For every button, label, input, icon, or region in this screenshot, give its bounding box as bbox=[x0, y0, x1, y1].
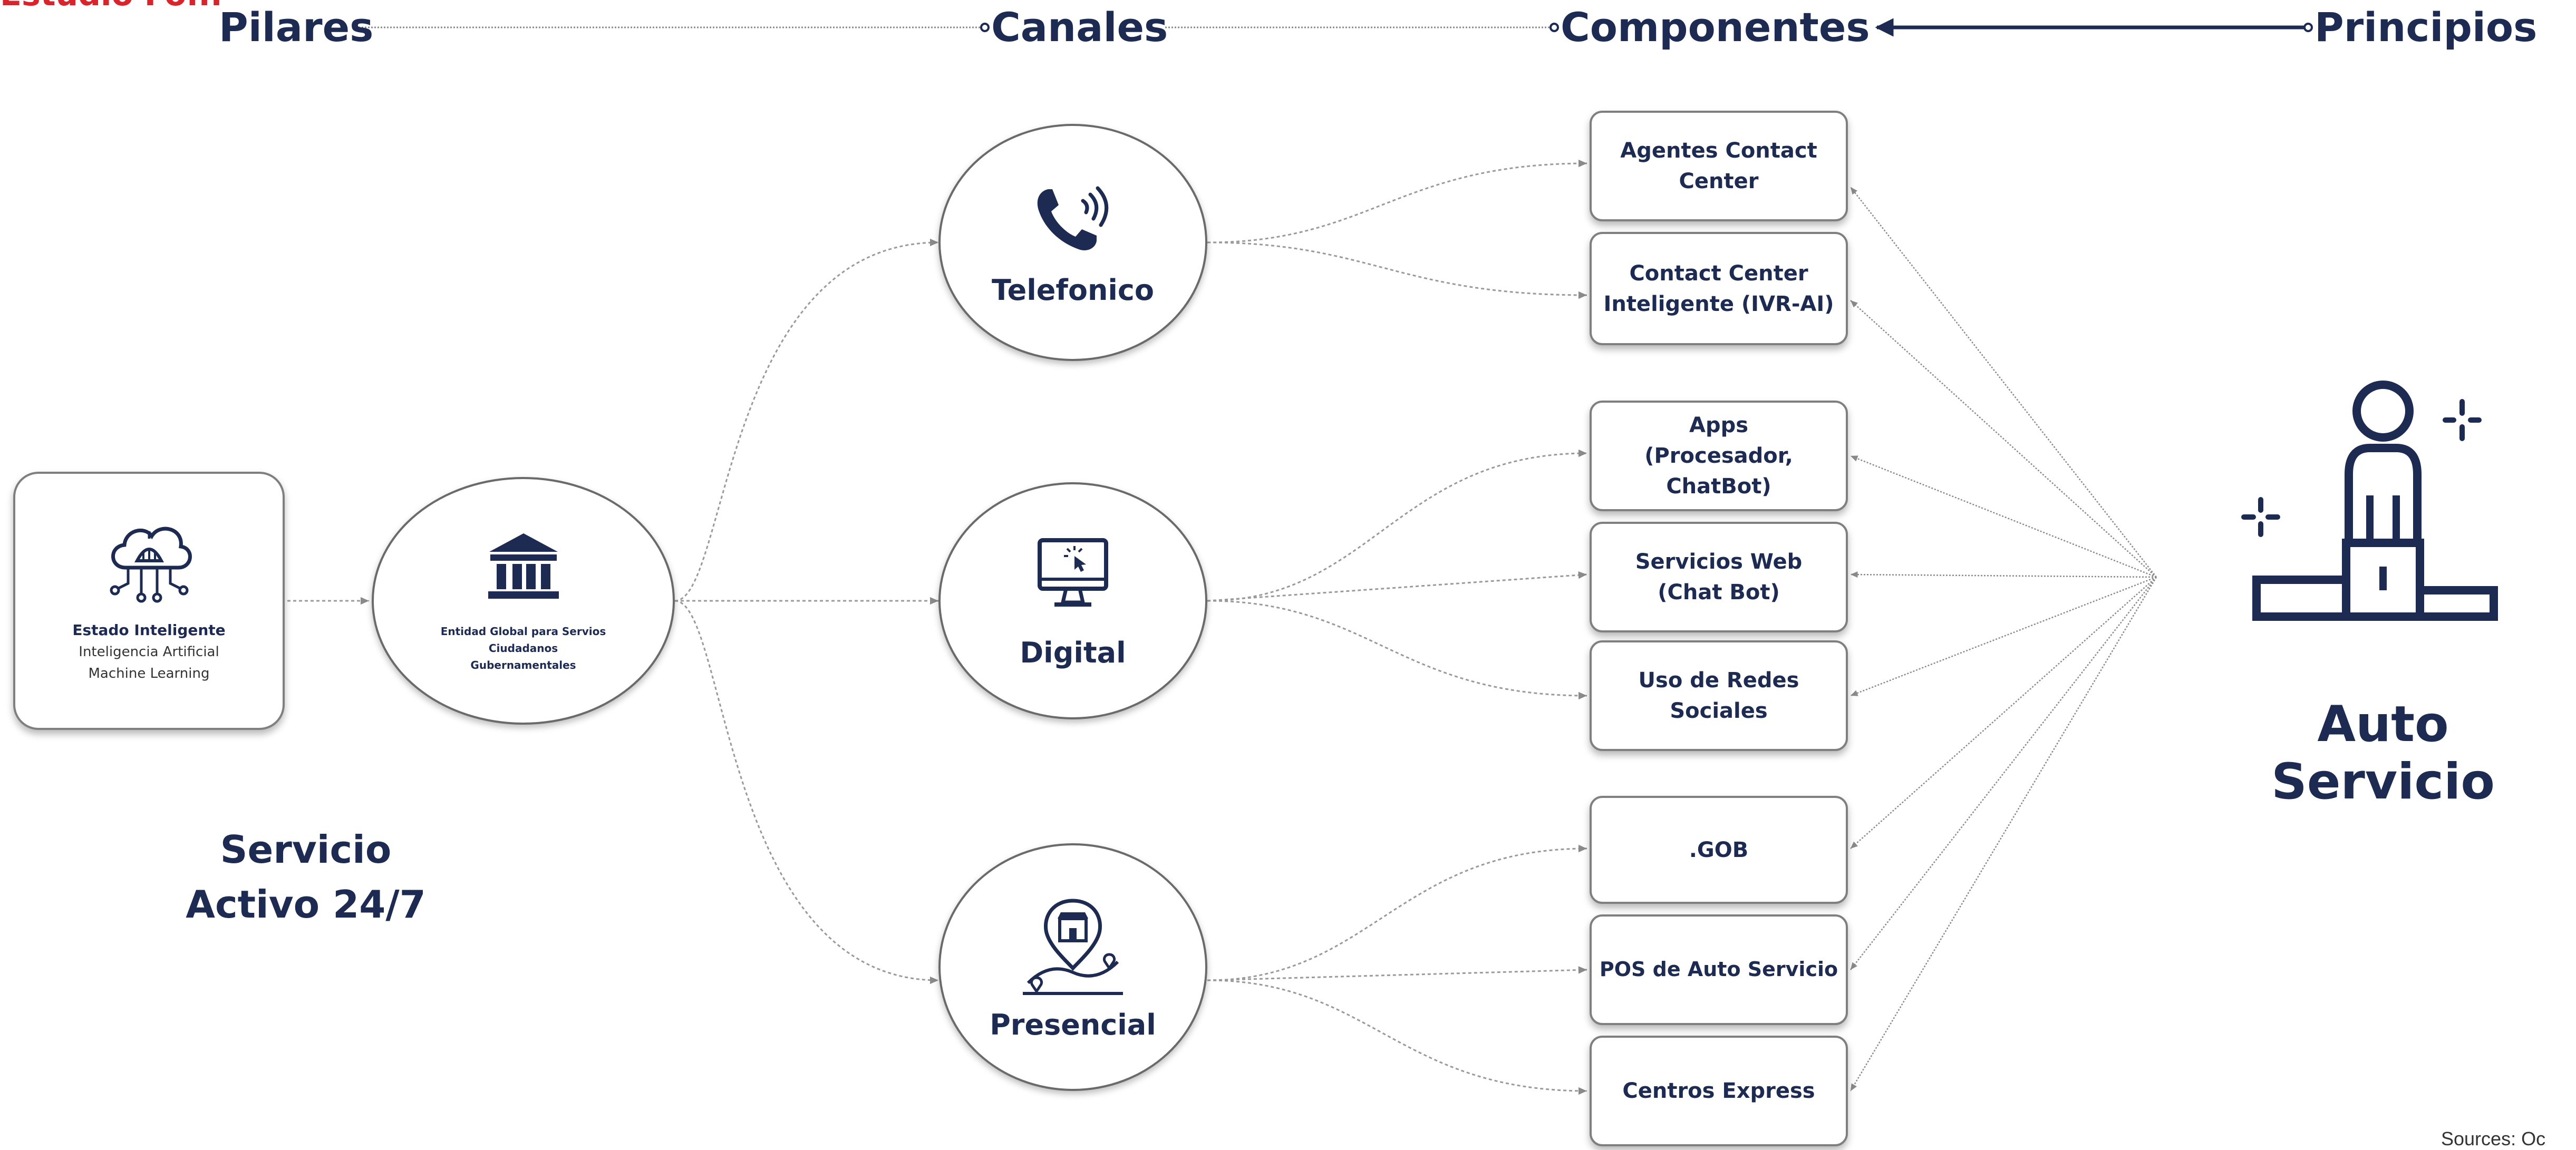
comp-servicios-web: Servicios Web (Chat Bot) bbox=[1590, 522, 1848, 632]
centros-line1: Centros Express bbox=[1622, 1079, 1815, 1103]
apps-line3: ChatBot) bbox=[1666, 474, 1771, 499]
canal-digital-label: Digital bbox=[1020, 636, 1126, 669]
corner-label: Estudio Fo... bbox=[0, 0, 222, 11]
gob-line1: .GOB bbox=[1689, 837, 1749, 862]
estado-line1: Inteligencia Artificial bbox=[79, 644, 219, 660]
sources-footer: Sources: Oc bbox=[2441, 1128, 2546, 1149]
canal-telefonico-label: Telefonico bbox=[991, 273, 1155, 307]
entidad-line2: Ciudadanos bbox=[488, 642, 558, 655]
redes-line1: Uso de Redes bbox=[1638, 668, 1799, 693]
entidad-global-circle: Entidad Global para Servios Ciudadanos G… bbox=[372, 477, 675, 725]
pilar-connectors bbox=[287, 238, 939, 985]
estado-title: Estado Inteligente bbox=[72, 621, 226, 639]
pos-line1: POS de Auto Servicio bbox=[1599, 958, 1838, 981]
apps-line1: Apps bbox=[1689, 413, 1749, 437]
canal-digital: Digital bbox=[938, 482, 1207, 719]
phone-icon bbox=[1037, 186, 1109, 250]
servicio-line2: Activo 24/7 bbox=[186, 882, 426, 927]
monitor-click-icon bbox=[1038, 538, 1108, 607]
cloud-network-icon bbox=[110, 527, 192, 603]
store-location-icon bbox=[1023, 898, 1123, 995]
comp-apps: Apps (Procesador, ChatBot) bbox=[1590, 401, 1848, 511]
servicios-web-line2: (Chat Bot) bbox=[1658, 580, 1780, 605]
header-principios: Principios bbox=[2314, 4, 2538, 51]
canal-telefonico: Telefonico bbox=[938, 124, 1207, 361]
auto-servicio-label: Auto Servicio bbox=[2271, 696, 2495, 811]
header-connectors bbox=[359, 18, 2313, 37]
servicios-web-line1: Servicios Web bbox=[1635, 550, 1803, 574]
comp-gob: .GOB bbox=[1590, 796, 1848, 904]
ivr-line1: Contact Center bbox=[1629, 261, 1808, 286]
agentes-line1: Agentes Contact bbox=[1620, 139, 1817, 163]
comp-agentes-contact: Agentes Contact Center bbox=[1590, 111, 1848, 221]
header-canales: Canales bbox=[991, 4, 1168, 51]
canal-connectors bbox=[1207, 159, 1587, 1095]
canal-presencial-label: Presencial bbox=[990, 1008, 1156, 1041]
estado-inteligente-card: Estado Inteligente Inteligencia Artifici… bbox=[13, 472, 285, 730]
comp-pos-auto-servicio: POS de Auto Servicio bbox=[1590, 914, 1848, 1025]
comp-contact-center-ivr: Contact Center Inteligente (IVR-AI) bbox=[1590, 232, 1848, 345]
canal-presencial: Presencial bbox=[938, 843, 1207, 1091]
entidad-line1: Entidad Global para Servios bbox=[440, 625, 606, 638]
entidad-line3: Gubernamentales bbox=[470, 659, 576, 671]
agentes-line2: Center bbox=[1679, 169, 1759, 193]
servicio-line1: Servicio bbox=[220, 827, 392, 872]
comp-redes-sociales: Uso de Redes Sociales bbox=[1590, 640, 1848, 751]
header-componentes: Componentes bbox=[1561, 4, 1870, 51]
header-pilares: Pilares bbox=[219, 4, 374, 51]
ivr-line2: Inteligente (IVR-AI) bbox=[1603, 291, 1834, 316]
comp-centros-express: Centros Express bbox=[1590, 1036, 1848, 1146]
estado-line2: Machine Learning bbox=[88, 665, 210, 681]
government-building-icon bbox=[488, 533, 559, 599]
principio-connectors bbox=[1849, 187, 2157, 1091]
redes-line2: Sociales bbox=[1670, 699, 1768, 723]
person-podium-icon bbox=[2241, 381, 2498, 621]
apps-line2: (Procesador, bbox=[1644, 444, 1793, 468]
servicio-activo-label: Servicio Activo 24/7 bbox=[142, 822, 469, 932]
